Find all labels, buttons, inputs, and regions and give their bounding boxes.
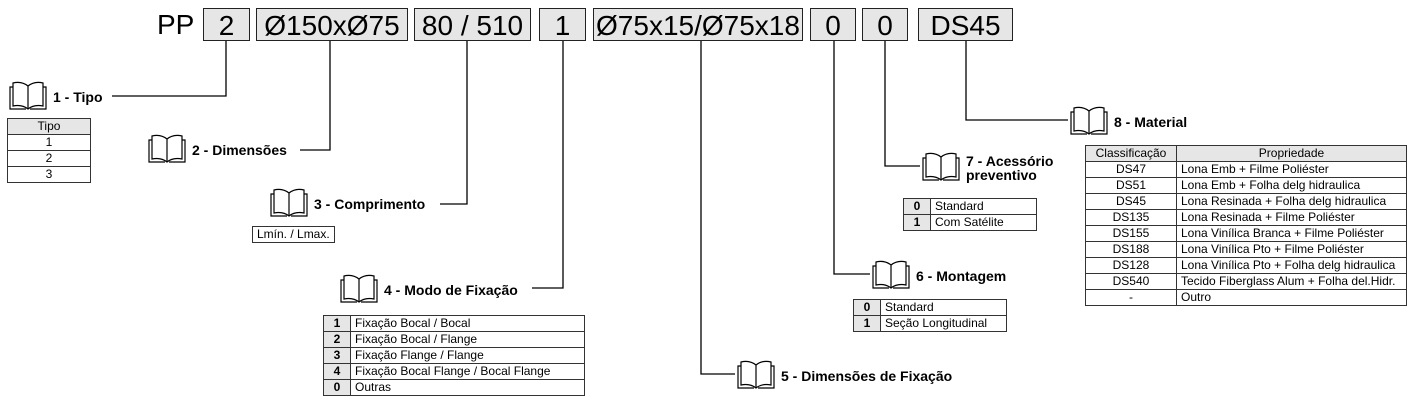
material-property: Lona Vinílica Branca + Filme Poliéster: [1176, 225, 1407, 242]
book-icon: [270, 185, 308, 222]
material-code: DS45: [1085, 193, 1177, 210]
table-cell: Classificação: [1085, 145, 1177, 162]
table-cell: 4: [323, 363, 351, 380]
material-code: DS135: [1085, 209, 1177, 226]
material-property: Outro: [1176, 289, 1407, 306]
code-segment-dim-fixacao: Ø75x15/Ø75x18: [593, 8, 803, 41]
table-cell: 3: [7, 166, 91, 183]
table-cell: 0: [323, 379, 351, 396]
table-cell: Fixação Flange / Flange: [350, 347, 585, 364]
table-cell: Seção Longitudinal: [880, 315, 1007, 332]
book-icon: [340, 271, 378, 308]
label-material: 8 - Material: [1070, 103, 1187, 140]
code-segment-modo: 1: [539, 8, 586, 41]
material-property: Lona Resinada + Folha delg hidraulica: [1176, 193, 1407, 210]
material-property: Tecido Fiberglass Alum + Folha del.Hidr.: [1176, 273, 1407, 290]
tipo-table: Tipo 1 2 3: [7, 118, 91, 183]
table-cell: Standard: [880, 299, 1007, 316]
code-segment-dimensoes: Ø150xØ75: [256, 8, 408, 41]
material-property: Lona Resinada + Filme Poliéster: [1176, 209, 1407, 226]
book-icon: [9, 78, 47, 115]
table-cell: Fixação Bocal / Bocal: [350, 315, 585, 332]
label-dimensoes: 2 - Dimensões: [148, 131, 287, 168]
material-code: DS51: [1085, 177, 1177, 194]
material-code: DS188: [1085, 241, 1177, 258]
table-cell: 1: [853, 315, 881, 332]
table-cell: 2: [7, 150, 91, 167]
code-segment-montagem: 0: [810, 8, 856, 41]
table-cell: Fixação Bocal Flange / Bocal Flange: [350, 363, 585, 380]
material-property: Lona Emb + Filme Poliéster: [1176, 161, 1407, 178]
book-icon: [737, 357, 775, 394]
code-segment-acessorio: 0: [862, 8, 908, 41]
book-icon: [148, 131, 186, 168]
book-icon: [922, 149, 960, 186]
table-cell: 0: [903, 198, 931, 215]
table-cell: 1: [7, 134, 91, 151]
code-prefix: PP: [157, 9, 195, 40]
label-dim-fixacao: 5 - Dimensões de Fixação: [737, 357, 952, 394]
material-row: -Outro: [1085, 289, 1407, 306]
table-cell: Com Satélite: [930, 214, 1037, 231]
code-segment-tipo: 2: [203, 8, 250, 41]
table-cell: Lmín. / Lmax.: [252, 226, 335, 243]
table-cell: 1: [323, 315, 351, 332]
material-code: DS540: [1085, 273, 1177, 290]
label-comprimento: 3 - Comprimento: [270, 185, 425, 222]
table-cell: Tipo: [7, 118, 91, 135]
table-cell: Fixação Bocal / Flange: [350, 331, 585, 348]
material-property: Lona Emb + Folha delg hidraulica: [1176, 177, 1407, 194]
material-property: Lona Vinílica Pto + Folha delg hidraulic…: [1176, 257, 1407, 274]
table-cell: 3: [323, 347, 351, 364]
code-segment-comprimento: 80 / 510: [414, 8, 531, 41]
table-cell: Standard: [930, 198, 1037, 215]
material-code: DS155: [1085, 225, 1177, 242]
book-icon: [872, 257, 910, 294]
comprimento-box: Lmín. / Lmax.: [252, 226, 335, 243]
code-segment-material: DS45: [918, 8, 1013, 41]
table-cell: 0: [853, 299, 881, 316]
material-code: DS47: [1085, 161, 1177, 178]
table-cell: Outras: [350, 379, 585, 396]
table-cell: Propriedade: [1176, 145, 1407, 162]
book-icon: [1070, 103, 1108, 140]
label-montagem: 6 - Montagem: [872, 257, 1006, 294]
table-cell: 2: [323, 331, 351, 348]
label-tipo: 1 - Tipo: [9, 78, 103, 115]
label-modo: 4 - Modo de Fixação: [340, 271, 518, 308]
table-cell: 1: [903, 214, 931, 231]
material-property: Lona Vinílica Pto + Filme Poliéster: [1176, 241, 1407, 258]
material-code: DS128: [1085, 257, 1177, 274]
material-code: -: [1085, 289, 1177, 306]
